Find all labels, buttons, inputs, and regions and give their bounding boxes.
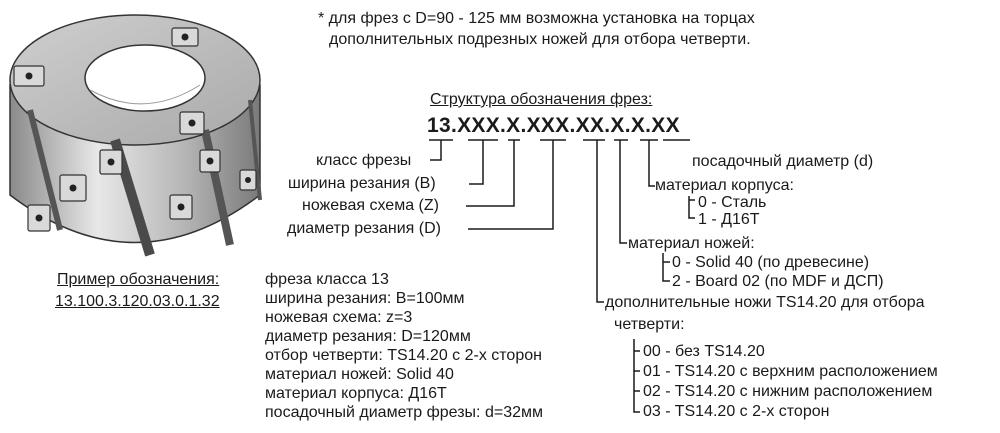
- body-material-option-0: 0 - Сталь: [698, 194, 767, 211]
- designation-code-template: 13.XXX.X.XXX.XX.X.X.XX: [427, 114, 680, 137]
- example-line: посадочный диаметр фрезы: d=32мм: [265, 404, 543, 421]
- knife-material-option-2: 2 - Board 02 (по MDF и ДСП): [672, 273, 884, 290]
- extra-knives-option-03: 03 - TS14.20 с 2-х сторон: [643, 403, 830, 420]
- example-line: фреза класса 13: [265, 271, 389, 288]
- extra-knives-option-01: 01 - TS14.20 с верхним расположением: [643, 363, 938, 380]
- example-line: отбор четверти: TS14.20 с 2-х сторон: [265, 347, 542, 364]
- label-cutting-width: ширина резания (B): [288, 175, 436, 192]
- label-bore-diameter: посадочный диаметр (d): [692, 153, 874, 170]
- example-line: ширина резания: B=100мм: [265, 290, 465, 307]
- label-extra-knives: дополнительные ножи TS14.20 для отбора: [605, 294, 925, 311]
- note-line-2: дополнительных подрезных ножей для отбор…: [329, 31, 751, 48]
- body-material-option-1: 1 - Д16Т: [698, 211, 760, 228]
- milling-cutter-illustration: [9, 14, 262, 257]
- extra-knives-option-02: 02 - TS14.20 с нижним расположением: [643, 383, 933, 400]
- example-line: диаметр резания: D=120мм: [265, 328, 471, 345]
- example-line: ножевая схема: z=3: [265, 309, 413, 326]
- label-extra-knives-cont: четверти:: [614, 316, 685, 333]
- knife-material-option-0: 0 - Solid 40 (по древесине): [672, 254, 870, 271]
- note-line-1: * для фрез с D=90 - 125 мм возможна уста…: [318, 10, 755, 27]
- label-knife-scheme: ножевая схема (Z): [302, 197, 439, 214]
- example-title: Пример обозначения:: [57, 271, 220, 288]
- label-body-material: материал корпуса:: [655, 177, 794, 194]
- label-cutting-diameter: диаметр резания (D): [287, 220, 441, 237]
- label-knife-material: материал ножей:: [628, 235, 755, 252]
- structure-title: Структура обозначения фрез:: [430, 91, 653, 108]
- extra-knives-option-00: 00 - без TS14.20: [643, 343, 765, 360]
- label-cutter-class: класс фрезы: [316, 152, 412, 169]
- example-line: материал ножей: Solid 40: [265, 366, 454, 383]
- example-line: материал корпуса: Д16Т: [265, 385, 447, 402]
- example-code: 13.100.3.120.03.0.1.32: [55, 293, 220, 310]
